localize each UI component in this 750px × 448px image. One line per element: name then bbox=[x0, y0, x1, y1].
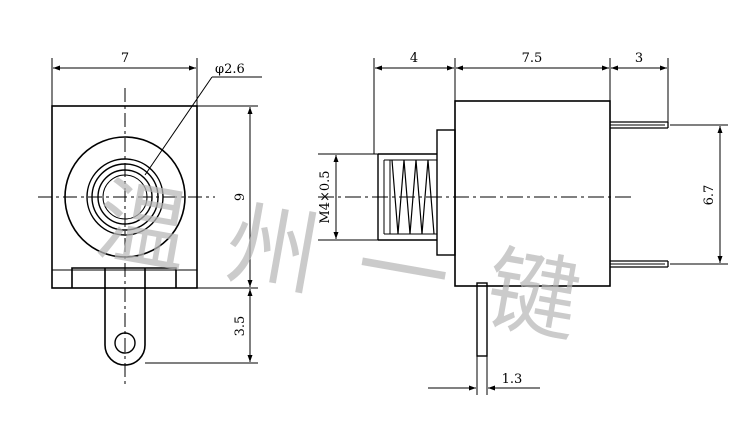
side-view: M4×0.5 4 7.5 3 6.7 1.3 bbox=[318, 51, 728, 395]
side-collar bbox=[436, 129, 456, 256]
hole-dim-label: φ2.6 bbox=[215, 62, 245, 77]
front-view: 7 φ2.6 9 3.5 bbox=[38, 51, 262, 385]
thread-spec-label: M4×0.5 bbox=[318, 170, 333, 223]
thread-len-dim-label: 4 bbox=[410, 51, 418, 66]
body-len-dim-label: 7.5 bbox=[522, 51, 543, 66]
pin-width-dim-label: 1.3 bbox=[502, 372, 523, 387]
height-dim-label: 9 bbox=[233, 193, 248, 201]
pin-spacing-dim-label: 6.7 bbox=[702, 185, 717, 206]
right-pin-upper bbox=[610, 121, 669, 129]
hole-leader bbox=[144, 76, 213, 176]
right-pin-lower bbox=[610, 260, 669, 268]
tab-dim-label: 3.5 bbox=[233, 316, 248, 337]
pin-len-dim-label: 3 bbox=[635, 51, 643, 66]
watermark: 温州一键 bbox=[88, 166, 627, 363]
bottom-pin bbox=[476, 282, 488, 357]
width-dim-label: 7 bbox=[121, 51, 129, 66]
front-tab-base bbox=[71, 267, 177, 288]
